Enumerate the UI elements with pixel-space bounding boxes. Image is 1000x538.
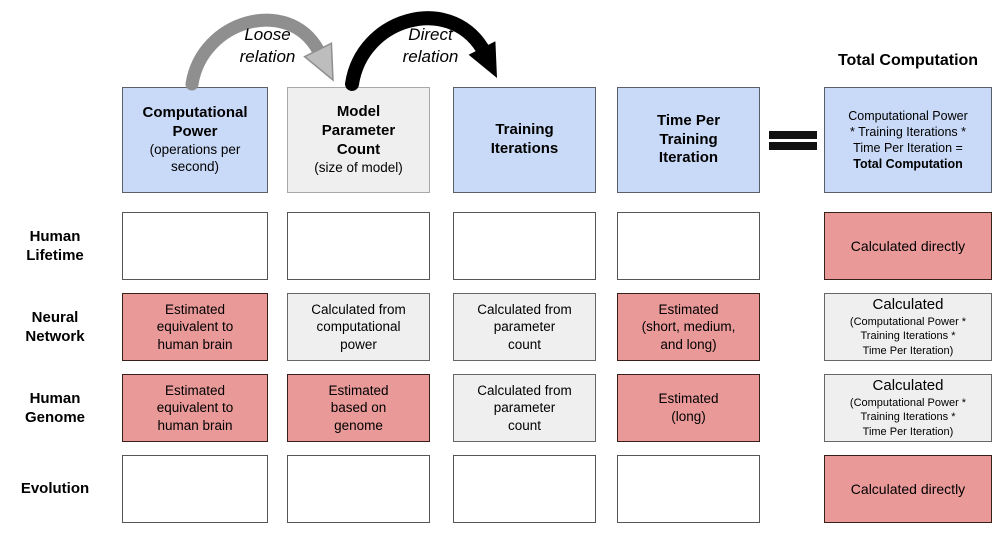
- header-model-parameter-count: Model Parameter Count (size of model): [287, 87, 430, 193]
- header-title: Model Parameter Count: [321, 103, 396, 158]
- cell-detail-text: (Computational Power * Training Iteratio…: [849, 396, 967, 438]
- cell-neural-network-parameter-count: Calculated from computational power: [287, 293, 430, 361]
- header-time-per-training-iteration: Time Per Training Iteration: [617, 87, 760, 193]
- cell-human-lifetime-computational-power: [122, 212, 268, 280]
- formula-result: Total Computation: [853, 157, 963, 172]
- cell-text: Calculated directly: [850, 237, 966, 254]
- cell-evolution-training-iterations: [453, 455, 596, 523]
- formula-text: Computational Power * Training Iteration…: [848, 108, 968, 156]
- cell-text: Calculated directly: [850, 480, 966, 497]
- cell-evolution-parameter-count: [287, 455, 430, 523]
- cell-neural-network-computational-power: Estimated equivalent to human brain: [122, 293, 268, 361]
- cell-human-lifetime-parameter-count: [287, 212, 430, 280]
- cell-neural-network-training-iterations: Calculated from parameter count: [453, 293, 596, 361]
- cell-text: Calculated from parameter count: [477, 382, 572, 433]
- row-label-human-genome: Human Genome: [24, 389, 85, 427]
- cell-neural-network-time-per-iteration: Estimated (short, medium, and long): [617, 293, 760, 361]
- total-computation-heading: Total Computation: [837, 52, 979, 69]
- cell-evolution-computational-power: [122, 455, 268, 523]
- header-subtitle: (size of model): [314, 159, 403, 175]
- cell-evolution-time-per-iteration: [617, 455, 760, 523]
- header-title: Training Iterations: [490, 121, 559, 157]
- cell-human-genome-parameter-count: Estimated based on genome: [287, 374, 430, 442]
- cell-human-lifetime-total: Calculated directly: [824, 212, 992, 280]
- cell-text: Estimated (long): [658, 391, 719, 424]
- cell-text: Estimated equivalent to human brain: [156, 382, 234, 433]
- header-computational-power: Computational Power (operations per seco…: [122, 87, 268, 193]
- loose-relation-arrow-icon: [185, 13, 334, 91]
- total-computation-formula-box: Computational Power * Training Iteration…: [824, 87, 992, 193]
- cell-human-lifetime-training-iterations: [453, 212, 596, 280]
- direct-relation-label: Direct relation: [402, 25, 459, 67]
- loose-relation-label: Loose relation: [239, 25, 296, 67]
- cell-human-genome-time-per-iteration: Estimated (long): [617, 374, 760, 442]
- direct-relation-arrow-icon: [345, 11, 497, 91]
- cell-human-lifetime-time-per-iteration: [617, 212, 760, 280]
- row-label-human-lifetime: Human Lifetime: [26, 227, 84, 265]
- cell-text: Calculated from parameter count: [477, 301, 572, 352]
- header-training-iterations: Training Iterations: [453, 87, 596, 193]
- cell-neural-network-total: Calculated (Computational Power * Traini…: [824, 293, 992, 361]
- cell-detail-text: (Computational Power * Training Iteratio…: [849, 315, 967, 357]
- header-title: Computational Power: [142, 104, 248, 141]
- header-subtitle: (operations per second): [149, 141, 241, 174]
- cell-text: Calculated from computational power: [311, 301, 406, 352]
- row-label-neural-network: Neural Network: [25, 308, 85, 346]
- cell-main-text: Calculated: [872, 377, 944, 395]
- cell-human-genome-total: Calculated (Computational Power * Traini…: [824, 374, 992, 442]
- cell-evolution-total: Calculated directly: [824, 455, 992, 523]
- cell-human-genome-training-iterations: Calculated from parameter count: [453, 374, 596, 442]
- equals-icon: [769, 131, 817, 153]
- cell-text: Estimated (short, medium, and long): [641, 301, 736, 352]
- cell-human-genome-computational-power: Estimated equivalent to human brain: [122, 374, 268, 442]
- cell-text: Estimated equivalent to human brain: [156, 301, 234, 352]
- header-title: Time Per Training Iteration: [656, 111, 721, 167]
- relation-arrows: [185, 11, 497, 91]
- cell-main-text: Calculated: [872, 296, 944, 314]
- row-label-evolution: Evolution: [20, 480, 90, 498]
- cell-text: Estimated based on genome: [328, 382, 389, 433]
